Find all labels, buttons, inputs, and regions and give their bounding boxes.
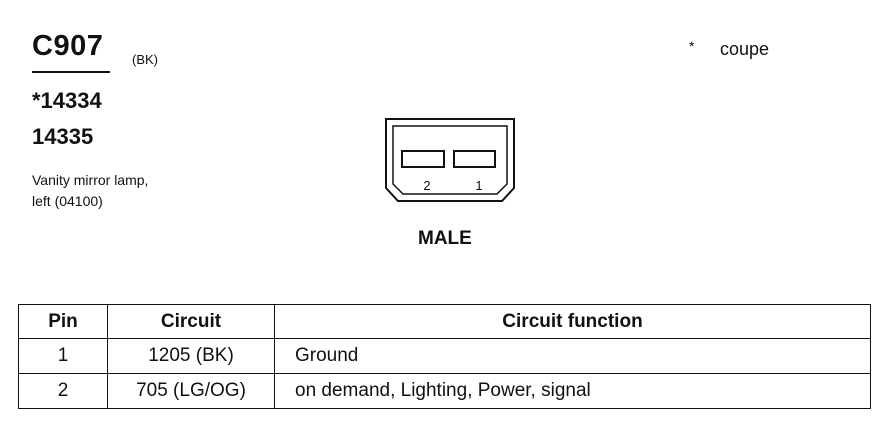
connector-color: (BK)	[132, 52, 158, 67]
table-header-row: Pin Circuit Circuit function	[18, 304, 871, 339]
connector-gender-label: MALE	[418, 228, 472, 249]
connector-id-underline	[32, 71, 110, 73]
footnote-text: coupe	[720, 39, 770, 59]
cell-pin: 2	[18, 373, 108, 409]
pin-label-2: 2	[423, 178, 430, 193]
cell-circuit-function: on demand, Lighting, Power, signal	[274, 373, 871, 409]
pin-cavity-2	[401, 150, 445, 168]
cell-circuit: 705 (LG/OG)	[107, 373, 275, 409]
header-circuit-function: Circuit function	[274, 304, 871, 339]
cell-pin: 1	[18, 338, 108, 374]
part-number-primary: *14334	[32, 88, 102, 113]
connector-id: C907	[32, 30, 104, 62]
part-number-secondary: 14335	[32, 124, 94, 149]
cell-circuit: 1205 (BK)	[107, 338, 275, 374]
pin-table: Pin Circuit Circuit function 1 1205 (BK)…	[18, 304, 871, 409]
table-row: 1 1205 (BK) Ground	[18, 338, 871, 374]
connector-description-line-1: Vanity mirror lamp,	[32, 172, 149, 188]
header-circuit: Circuit	[107, 304, 275, 339]
pin-cavity-1	[453, 150, 496, 168]
connector-outer-shell	[385, 118, 515, 202]
table-row: 2 705 (LG/OG) on demand, Lighting, Power…	[18, 373, 871, 409]
cell-circuit-function: Ground	[274, 338, 871, 374]
pin-label-1: 1	[475, 178, 482, 193]
connector-inner-shell	[392, 125, 508, 195]
footnote-mark: *	[689, 38, 695, 54]
header-pin: Pin	[18, 304, 108, 339]
connector-description-line-2: left (04100)	[32, 193, 103, 209]
connector-face-diagram: 2 1	[385, 118, 515, 202]
